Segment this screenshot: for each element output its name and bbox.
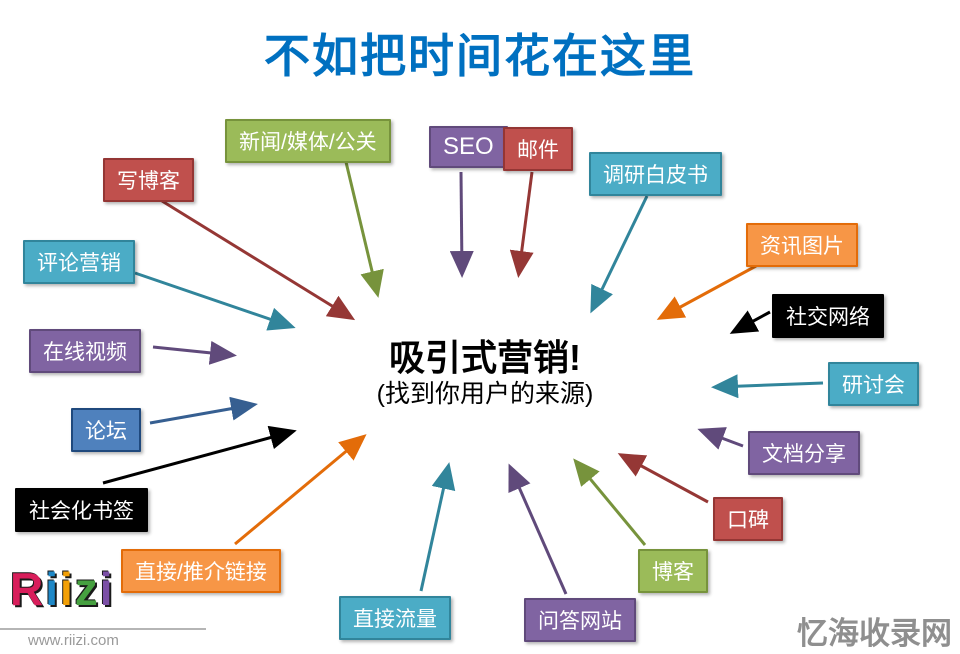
arrow-seminar: [711, 374, 824, 399]
node-info-graphics: 资讯图片: [746, 223, 858, 267]
node-research-whitepaper: 调研白皮书: [589, 152, 722, 196]
arrow-comment-marketing: [134, 271, 296, 331]
logo-letter: i: [99, 563, 115, 615]
arrow-direct-referral-links: [234, 434, 367, 546]
logo-letter: z: [74, 563, 100, 615]
arrow-research-whitepaper: [590, 195, 649, 314]
arrow-social-network: [729, 310, 771, 334]
node-word-of-mouth: 口碑: [713, 497, 783, 541]
logo-letter: i: [45, 563, 61, 615]
arrow-news-media-pr: [344, 161, 384, 298]
watermark-text: 忆海收录网: [797, 616, 952, 651]
arrow-document-sharing: [697, 427, 744, 450]
node-social-network: 社交网络: [772, 294, 884, 338]
node-email: 邮件: [503, 127, 573, 171]
node-seo: SEO: [429, 126, 508, 168]
node-document-sharing: 文档分享: [748, 431, 860, 475]
arrow-email: [509, 171, 534, 278]
node-comment-marketing: 评论营销: [23, 240, 135, 284]
arrow-direct-traffic: [419, 462, 456, 592]
page-title: 不如把时间花在这里: [264, 30, 696, 82]
logo-letter: R: [10, 563, 46, 615]
arrow-word-of-mouth: [617, 453, 709, 504]
node-blog: 博客: [638, 549, 708, 593]
node-forum: 论坛: [71, 408, 141, 452]
node-seminar: 研讨会: [828, 362, 919, 406]
node-direct-traffic: 直接流量: [339, 596, 451, 640]
center-label-title: 吸引式营销!: [389, 337, 581, 378]
arrow-online-video: [152, 340, 237, 365]
arrow-info-graphics: [656, 264, 757, 320]
arrow-blog: [573, 458, 647, 546]
riizi-logo: Riizi: [10, 562, 115, 616]
logo-divider: [0, 628, 206, 630]
node-qa-sites: 问答网站: [524, 598, 636, 642]
node-news-media-pr: 新闻/媒体/公关: [225, 119, 391, 163]
logo-url: www.riizi.com: [28, 632, 119, 649]
arrow-forum: [149, 396, 258, 425]
node-write-blog: 写博客: [103, 158, 194, 202]
arrow-write-blog: [161, 199, 356, 321]
node-direct-referral-links: 直接/推介链接: [121, 549, 281, 593]
arrow-seo: [449, 171, 474, 278]
arrow-qa-sites: [508, 463, 568, 595]
logo-letter: i: [60, 563, 75, 615]
node-social-bookmarks: 社会化书签: [15, 488, 148, 532]
center-label: 吸引式营销! (找到你用户的来源): [290, 336, 680, 409]
node-online-video: 在线视频: [29, 329, 141, 373]
center-label-subtitle: (找到你用户的来源): [376, 380, 594, 409]
